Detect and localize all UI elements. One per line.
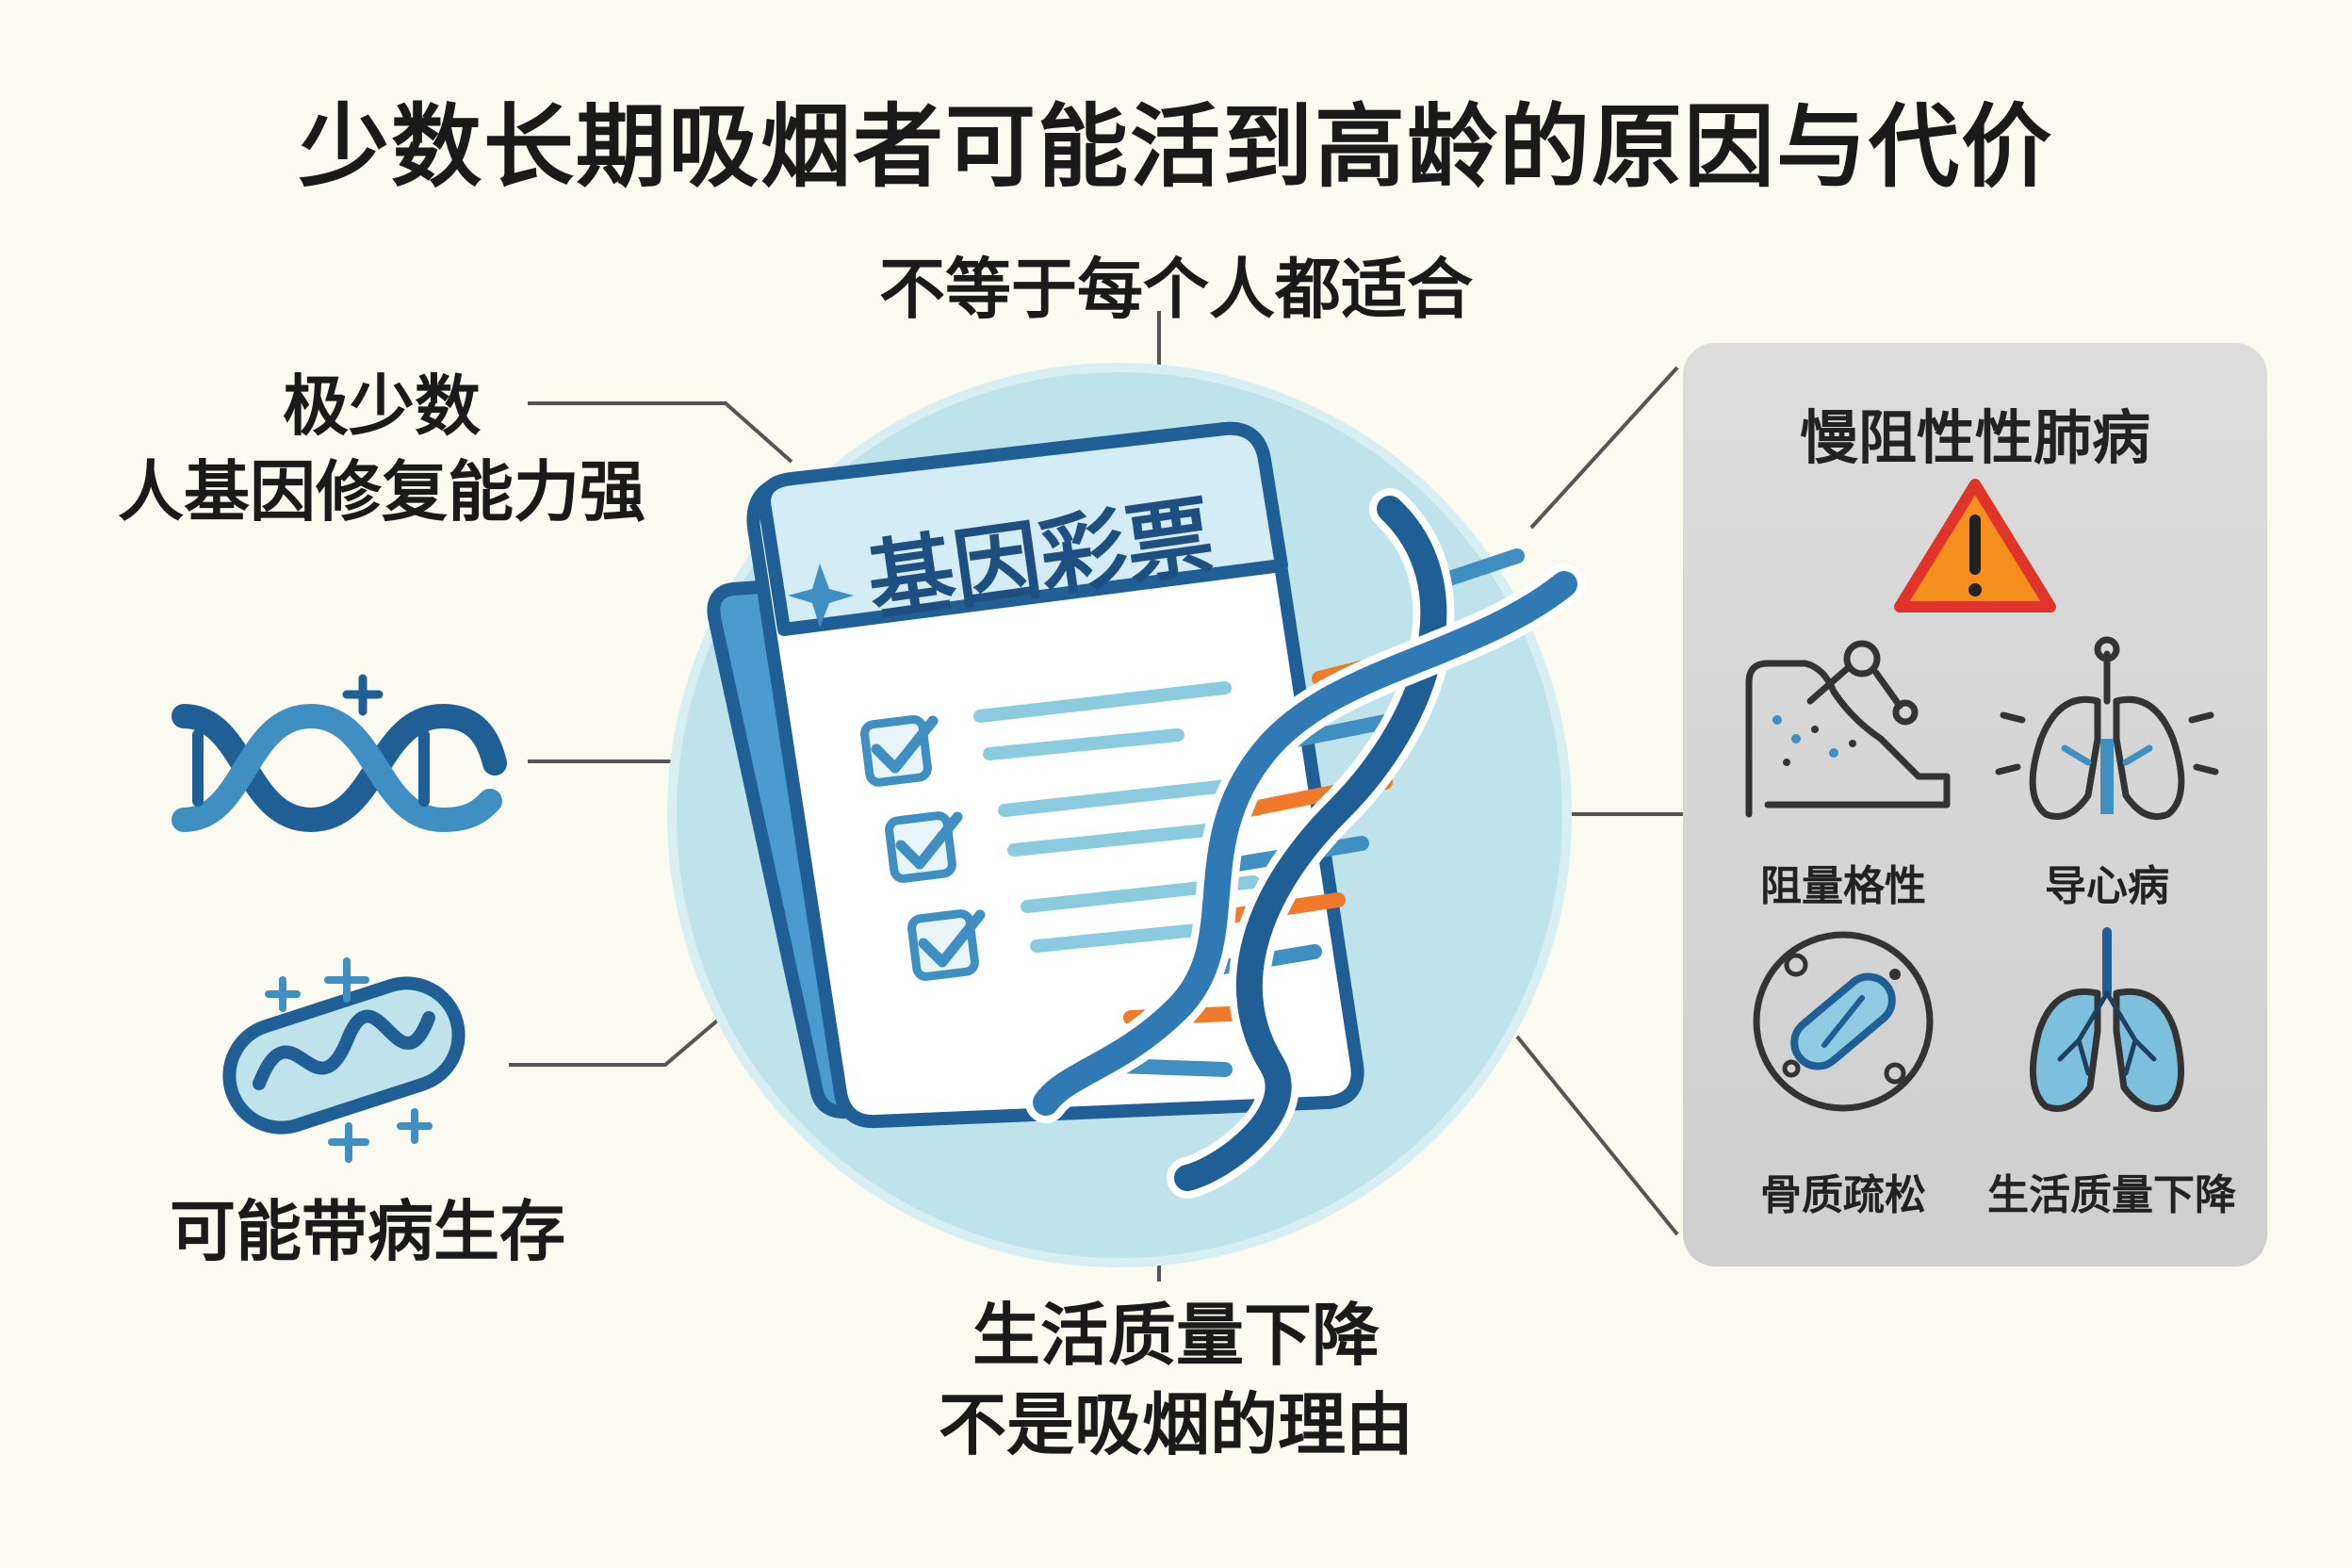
pill-dna-icon [222, 957, 466, 1163]
lung-particles-icon [1745, 640, 1951, 818]
check-icon-3 [918, 909, 986, 968]
panel-item-label-1: 阻量格性 [1760, 862, 1926, 910]
checkbox-3 [907, 909, 979, 981]
checkbox-1 [860, 714, 932, 787]
label-quality-decline: 生活质量下降 不是吸烟的理由 [799, 1291, 1553, 1470]
connector-panel-bottom [1515, 1035, 1679, 1236]
label-not-for-everyone: 不等于每个人都适合 [879, 251, 1473, 328]
background-circle-rim [667, 363, 1572, 1267]
dna-small-icon [172, 674, 507, 833]
lungs-icon [1995, 636, 2219, 820]
list-line-1a [973, 681, 1232, 723]
plus-icons [265, 957, 433, 1163]
panel-item-label-4: 生活质量下降 [1987, 1171, 2236, 1219]
checkbox-2 [885, 811, 956, 883]
warning-icon [1894, 479, 2056, 612]
label-dna-repair-line2: 人基因修复能力强 [118, 453, 645, 531]
list-line-2a [998, 777, 1250, 817]
list-line-2b [1007, 823, 1222, 857]
label-quality-decline-line2: 不是吸烟的理由 [938, 1385, 1413, 1465]
dna-helix-icon [1025, 488, 1585, 1199]
pill-icon [1753, 931, 1934, 1112]
panel-icons [1745, 479, 2219, 1112]
label-live-with-disease: 可能带病生存 [170, 1193, 565, 1270]
panel-item-label-3: 骨质疏松 [1760, 1171, 1926, 1219]
check-icon-2 [895, 811, 963, 870]
list-line-1b [983, 728, 1184, 760]
panel-title: 慢阻性性肺病 [1799, 403, 2150, 472]
check-icon-1 [871, 715, 939, 774]
page-title: 少数长期吸烟者可能活到高龄的原因与代价 [299, 94, 2053, 200]
connector-panel-top [1529, 366, 1679, 530]
label-dna-repair-line1: 极少数 [283, 368, 481, 445]
plus-icon [342, 674, 384, 716]
blue-lungs-icon [2029, 927, 2185, 1112]
panel-item-label-2: 导心病 [2045, 862, 2169, 910]
connector-dna-repair [528, 401, 793, 464]
copd-panel: 慢阻性性肺病 [1683, 343, 2267, 1266]
sparkle-icon [788, 564, 854, 628]
label-quality-decline-line1: 生活质量下降 [972, 1296, 1380, 1375]
label-dna-repair: 极少数 人基因修复能力强 [38, 364, 726, 535]
